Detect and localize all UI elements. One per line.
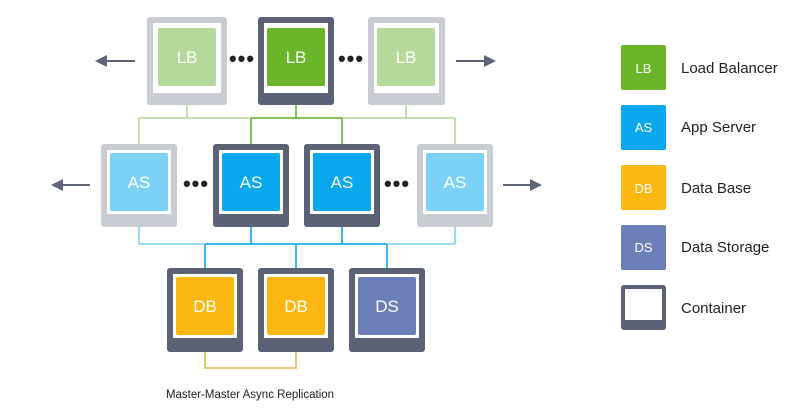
legend-ds-code: DS — [634, 240, 652, 255]
lb-node-3-label: LB — [396, 48, 417, 67]
as-node-1: AS — [101, 144, 177, 227]
as-node-1-label: AS — [128, 173, 151, 192]
legend-item-as: AS App Server — [621, 105, 756, 150]
db-icon — [621, 165, 666, 210]
ds-node: DS — [349, 268, 425, 352]
as-node-2: AS — [213, 144, 289, 227]
lb-node-1-label: LB — [177, 48, 198, 67]
as-ellipsis-right: ••• — [384, 171, 410, 196]
lb-node-3: LB — [368, 17, 445, 105]
ds-icon — [621, 225, 666, 270]
connections — [138, 95, 456, 369]
lb-scale-right-arrow-icon — [456, 55, 496, 67]
legend-lb-label: Load Balancer — [681, 60, 778, 77]
legend-item-ds: DS Data Storage — [621, 225, 769, 270]
lb-ellipsis-left: ••• — [229, 46, 255, 71]
as-active-links — [204, 225, 388, 268]
legend-ds-label: Data Storage — [681, 239, 769, 256]
legend-db-label: Data Base — [681, 180, 751, 197]
lb-scale-left-arrow-icon — [95, 55, 135, 67]
as-scale-left-arrow-icon — [51, 179, 90, 191]
lb-node-2: LB — [258, 17, 334, 105]
legend-item-container: Container — [621, 285, 746, 330]
as-faded-links — [138, 225, 456, 245]
replication-caption: Master-Master Async Replication — [166, 389, 334, 401]
as-node-3: AS — [304, 144, 380, 227]
legend-as-code: AS — [635, 120, 653, 135]
as-scale-right-arrow-icon — [503, 179, 542, 191]
db-node-1-label: DB — [193, 297, 217, 316]
ds-node-label: DS — [375, 297, 399, 316]
legend-item-db: DB Data Base — [621, 165, 751, 210]
legend-container-label: Container — [681, 300, 746, 317]
as-node-3-label: AS — [331, 173, 354, 192]
legend-item-lb: LB Load Balancer — [621, 45, 778, 90]
as-node-4-label: AS — [444, 173, 467, 192]
legend: LB Load Balancer AS App Server DB Data B… — [621, 45, 778, 330]
lb-node-1: LB — [147, 17, 227, 105]
lb-icon — [621, 45, 666, 90]
as-tier: AS AS AS AS ••• ••• — [51, 144, 542, 227]
lb-ellipsis-right: ••• — [338, 46, 364, 71]
data-tier: DB DB DS Master-Master Async Replication — [166, 268, 425, 401]
db-node-1: DB — [167, 268, 243, 352]
as-node-4: AS — [417, 144, 493, 227]
lb-tier: LB LB LB ••• ••• — [95, 17, 496, 105]
container-icon — [621, 285, 666, 330]
lb-active-links — [250, 95, 343, 144]
as-ellipsis-left: ••• — [183, 171, 209, 196]
legend-lb-code: LB — [636, 61, 652, 76]
legend-db-code: DB — [634, 181, 652, 196]
db-node-2-label: DB — [284, 297, 308, 316]
as-icon — [621, 105, 666, 150]
as-node-2-label: AS — [240, 173, 263, 192]
db-node-2: DB — [258, 268, 334, 352]
legend-as-label: App Server — [681, 119, 756, 136]
replication-line — [204, 346, 297, 369]
lb-node-2-label: LB — [286, 48, 307, 67]
